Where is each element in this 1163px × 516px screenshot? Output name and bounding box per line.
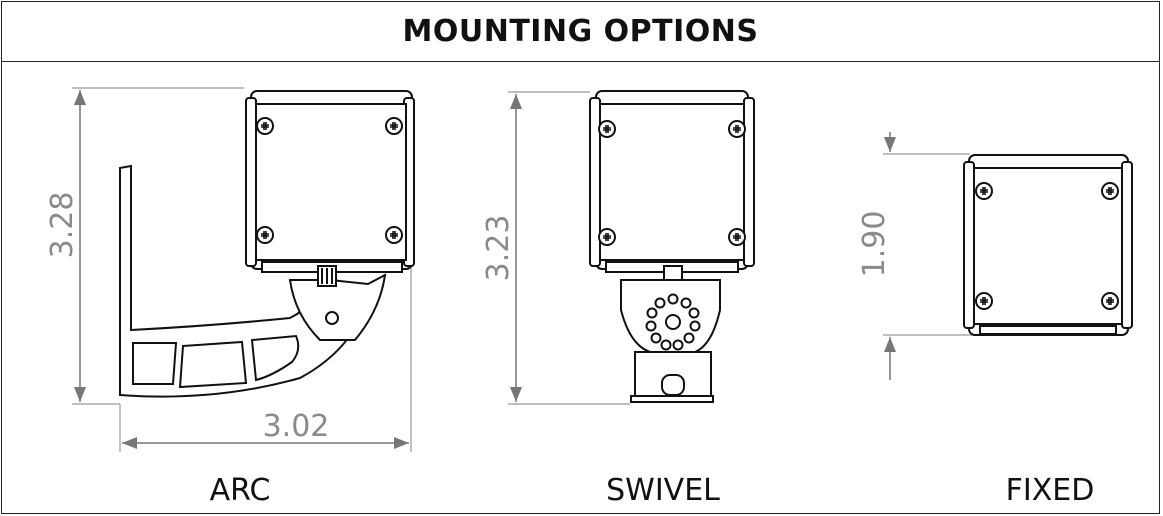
arc-bracket — [119, 164, 387, 398]
arc-height-dimension: 3.28 — [45, 192, 80, 259]
fixed-view: 1.90 FIXED — [857, 132, 1133, 508]
swivel-housing — [589, 90, 755, 283]
arc-view: 3.28 3.02 ARC — [45, 87, 415, 508]
title-bar: MOUNTING OPTIONS — [2, 2, 1159, 62]
arc-width-dimension: 3.02 — [263, 409, 330, 444]
swivel-view: 3.23 SWIVEL — [481, 90, 755, 508]
swivel-mount — [620, 279, 721, 403]
arc-housing — [245, 90, 415, 287]
swivel-height-dimension: 3.23 — [481, 215, 516, 282]
fixed-height-dimension: 1.90 — [857, 211, 892, 278]
fixed-label: FIXED — [1006, 473, 1095, 508]
swivel-label: SWIVEL — [606, 473, 720, 508]
page-title: MOUNTING OPTIONS — [402, 14, 759, 49]
arc-label: ARC — [210, 473, 271, 508]
fixed-housing — [963, 154, 1133, 336]
